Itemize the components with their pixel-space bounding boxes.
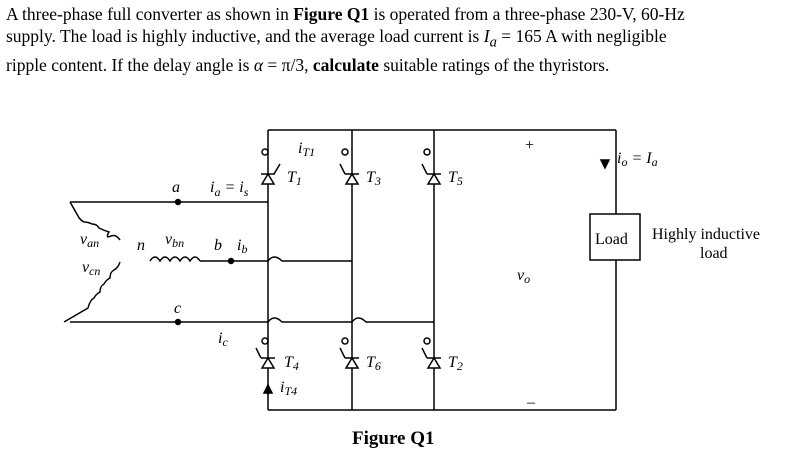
question-part-5: suitable ratings of the thyristors. [378, 54, 610, 75]
thyristor-t3 [339, 163, 360, 185]
node-c [174, 318, 182, 326]
label-node-c: c [174, 300, 181, 317]
calculate-keyword: calculate [312, 54, 379, 75]
label-t1: T1 [287, 169, 302, 188]
label-vo: vo [517, 267, 530, 286]
label-vbn: vbn [165, 231, 184, 250]
label-ib: ib [237, 237, 247, 256]
thyristor-t2 [421, 347, 442, 369]
label-node-b: b [214, 237, 222, 254]
gate-t5 [423, 148, 431, 156]
gate-t2 [423, 337, 431, 345]
line-b-hop-2 [267, 317, 434, 323]
label-t4: T4 [284, 354, 299, 373]
source-coil-c [63, 261, 121, 323]
label-t3: T3 [366, 169, 381, 188]
current-subscript: a [489, 34, 497, 51]
gate-t1 [261, 148, 269, 156]
label-io: io = Ia [617, 150, 658, 169]
label-t6: T6 [366, 354, 381, 373]
label-n: n [137, 237, 145, 254]
label-t2: T2 [448, 354, 463, 373]
gate-t6 [341, 337, 349, 345]
node-a [174, 198, 182, 206]
label-node-a: a [172, 179, 180, 196]
gate-t4 [261, 337, 269, 345]
it4-arrowhead [262, 383, 274, 394]
thyristor-t1 [260, 163, 281, 185]
alpha-symbol: α [253, 54, 264, 75]
thyristor-t5 [421, 163, 442, 185]
question-text: A three-phase full converter as shown in… [6, 3, 706, 76]
thyristor-t6 [339, 347, 360, 369]
current-symbol: I [483, 26, 490, 46]
question-part-1: A three-phase full converter as shown in [6, 4, 294, 24]
label-it4: iT4 [280, 379, 297, 398]
label-it1: iT1 [298, 140, 315, 159]
source-coil-b [149, 256, 201, 263]
io-arrowhead [599, 159, 611, 170]
thyristor-t4 [255, 347, 276, 369]
label-ic: ic [218, 330, 228, 349]
label-ia: ia = is [210, 179, 249, 199]
load-box [589, 213, 641, 261]
source-coil-a [69, 201, 121, 241]
label-load: Load [595, 231, 628, 248]
gate-t3 [341, 148, 349, 156]
label-vcn: vcn [82, 259, 100, 278]
question-part-4: = π/3, [263, 54, 313, 75]
question-part-2: is operated from a three-phase 230-V, 60… [6, 4, 685, 46]
label-load-desc-1: Highly inductive [652, 226, 760, 243]
line-b-hop-1 [267, 256, 352, 262]
question-part-3: = 165 A with negligible ripple content. … [6, 26, 667, 75]
label-van: van [80, 231, 99, 250]
figure-caption: Figure Q1 [352, 428, 435, 449]
figure-reference: Figure Q1 [293, 4, 370, 24]
label-t5: T5 [448, 169, 463, 188]
label-plus: + [525, 137, 534, 154]
node-b [227, 257, 235, 265]
label-minus: – [526, 394, 536, 411]
label-load-desc-2: load [700, 245, 728, 262]
